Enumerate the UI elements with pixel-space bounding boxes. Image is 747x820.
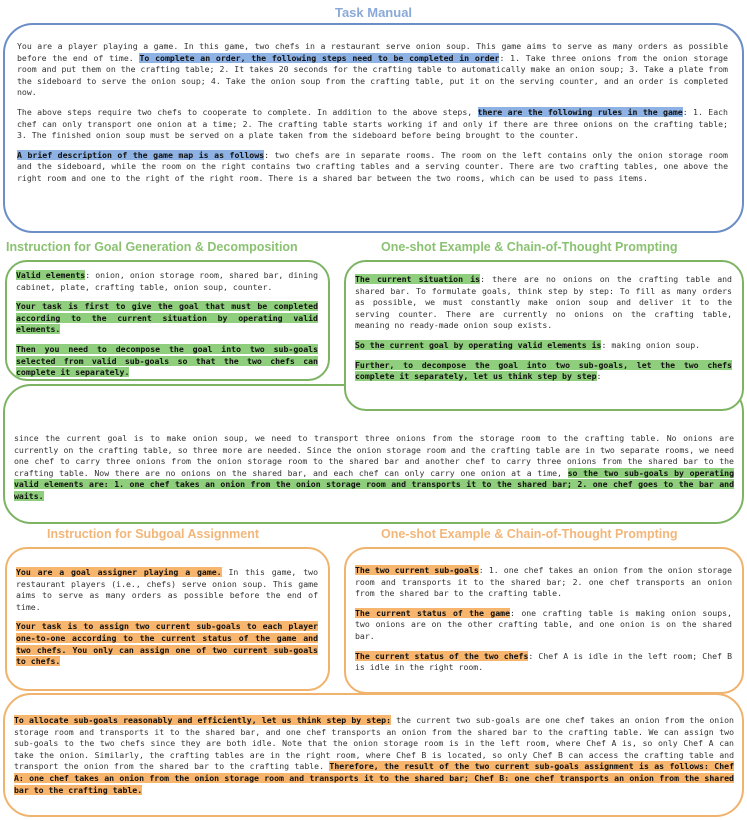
subgoal-instruction-title: Instruction for Subgoal Assignment bbox=[47, 527, 260, 541]
current-goal-text: So the current goal by operating valid e… bbox=[355, 339, 701, 350]
goal-example-box: The current situation is: there are no o… bbox=[344, 260, 744, 411]
decompose-task-text: Then you need to decompose the goal into… bbox=[16, 343, 318, 378]
decompose-prompt-text: Further, to decompose the goal into two … bbox=[355, 359, 732, 382]
order-steps-highlight: To complete an order, the following step… bbox=[139, 52, 500, 63]
task-manual-paragraph-1: You are a player playing a game. In this… bbox=[17, 41, 728, 98]
current-subgoals-text: The two current sub-goals: 1. one chef t… bbox=[355, 565, 732, 599]
current-situation-text: The current situation is: there are no o… bbox=[355, 274, 732, 331]
goal-example-title: One-shot Example & Chain-of-Thought Prom… bbox=[381, 240, 678, 254]
chefs-status-text: The current status of the two chefs: Che… bbox=[355, 650, 732, 673]
task-manual-title: Task Manual bbox=[334, 5, 413, 20]
allocate-prompt-highlight: To allocate sub-goals reasonably and eff… bbox=[14, 715, 392, 725]
task-manual-paragraph-3: A brief description of the game map is a… bbox=[17, 149, 728, 183]
subgoal-reasoning-text: To allocate sub-goals reasonably and eff… bbox=[14, 715, 735, 795]
subgoal-example-title: One-shot Example & Chain-of-Thought Prom… bbox=[381, 527, 678, 541]
subgoal-instruction-box: You are a goal assigner playing a game. … bbox=[5, 547, 330, 691]
task-manual-box: You are a player playing a game. In this… bbox=[3, 23, 744, 233]
task-manual-paragraph-2: The above steps require two chefs to coo… bbox=[17, 106, 728, 141]
subgoal-example-box: The two current sub-goals: 1. one chef t… bbox=[344, 547, 744, 694]
game-map-highlight: A brief description of the game map is a… bbox=[17, 149, 265, 160]
game-rules-highlight: there are the following rules in the gam… bbox=[477, 106, 683, 117]
game-status-text: The current status of the game: one craf… bbox=[355, 607, 732, 641]
goal-instruction-box: Valid elements: onion, onion storage roo… bbox=[5, 260, 330, 381]
subgoal-section-frame bbox=[3, 693, 744, 817]
assign-task-text: Your task is to assign two current sub-g… bbox=[16, 621, 318, 667]
goal-reasoning-text: since the current goal is to make onion … bbox=[14, 433, 735, 501]
goal-task-text: Your task is first to give the goal that… bbox=[16, 301, 318, 335]
goal-instruction-title: Instruction for Goal Generation & Decomp… bbox=[6, 240, 298, 254]
valid-elements-text: Valid elements: onion, onion storage roo… bbox=[16, 270, 318, 292]
goal-assigner-text: You are a goal assigner playing a game. … bbox=[16, 567, 318, 612]
